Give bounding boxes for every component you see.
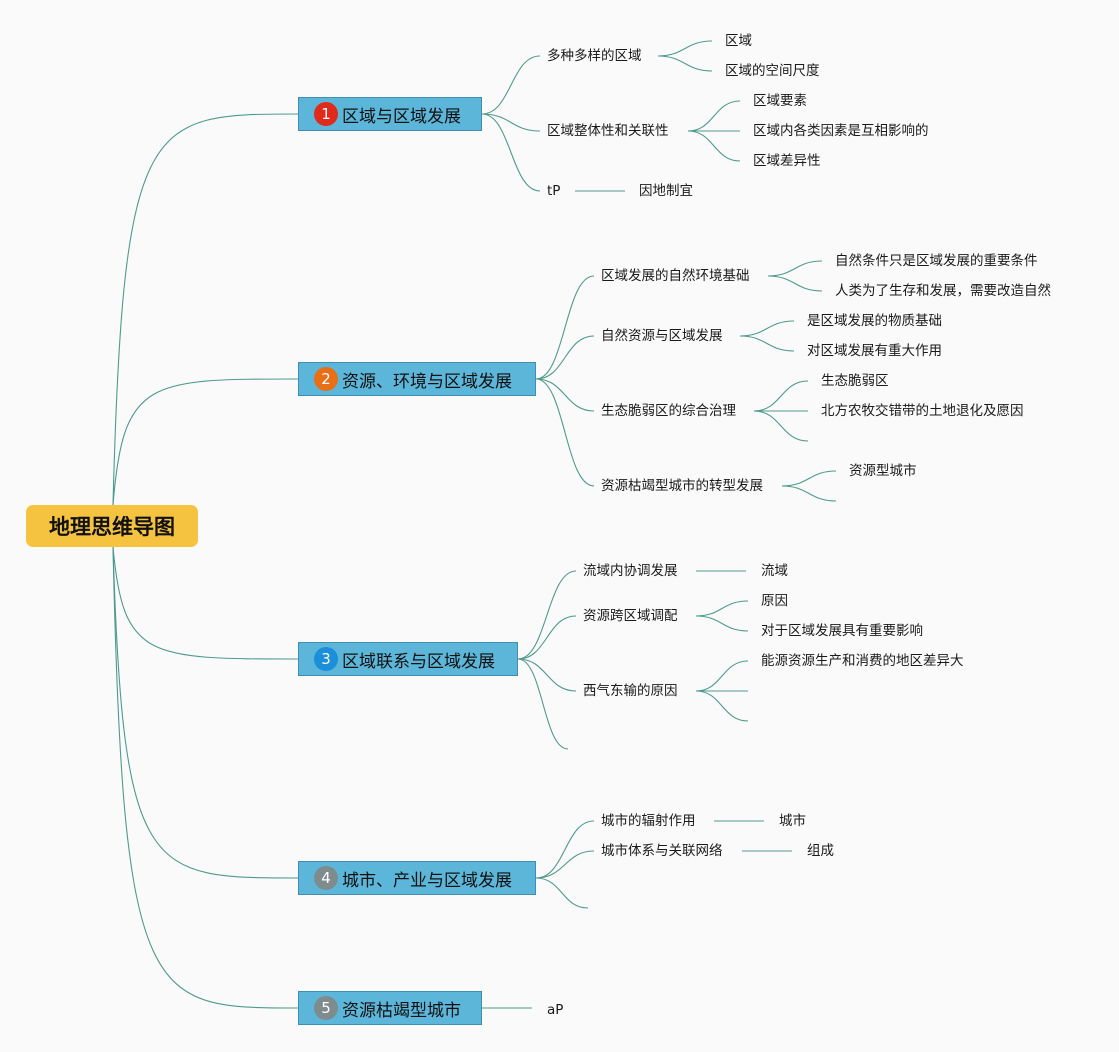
node-b3-c1-l1[interactable]: 流域 (761, 563, 788, 579)
node-b3-c2-l2[interactable]: 对于区域发展具有重要影响 (761, 623, 923, 639)
branch-node-2[interactable]: 2 资源、环境与区域发展 (298, 362, 536, 396)
connector-line (481, 113, 541, 132)
branch-node-1[interactable]: 1 区域与区域发展 (298, 97, 482, 131)
connector-line (481, 113, 541, 192)
connector-line (535, 877, 589, 909)
node-b4-c2-l1[interactable]: 组成 (807, 843, 834, 859)
connector-line (535, 820, 595, 879)
badge-1-icon: 1 (314, 102, 338, 126)
node-b2-c3[interactable]: 生态脆弱区的综合治理 (601, 403, 736, 419)
node-b1-c1-l1[interactable]: 区域 (725, 33, 752, 49)
connector-line (481, 55, 541, 115)
node-b3-c2-l1[interactable]: 原因 (761, 593, 788, 609)
connector-line (781, 470, 837, 487)
node-b1-c2-l1[interactable]: 区域要素 (753, 93, 807, 109)
node-b5-c1[interactable]: aP (547, 1002, 564, 1018)
node-b3-c3-l1[interactable]: 能源资源生产和消费的地区差异大 (761, 653, 964, 669)
node-b2-c1[interactable]: 区域发展的自然环境基础 (601, 268, 750, 284)
connector-line (687, 130, 741, 162)
node-b3-c1[interactable]: 流域内协调发展 (583, 563, 678, 579)
badge-3-icon: 3 (314, 647, 338, 671)
branch-node-4[interactable]: 4 城市、产业与区域发展 (298, 861, 536, 895)
connector-line (781, 485, 837, 502)
root-connector-line (112, 546, 299, 660)
root-connector-line (112, 546, 299, 1009)
connector-line (535, 275, 595, 380)
connector-line (535, 850, 595, 879)
connector-line (695, 615, 749, 632)
connector-line (517, 615, 577, 660)
branch-title: 区域与区域发展 (342, 106, 461, 127)
node-b3-c2[interactable]: 资源跨区域调配 (583, 608, 678, 624)
node-b1-c1[interactable]: 多种多样的区域 (547, 48, 642, 64)
connector-line (535, 378, 595, 412)
connector-line (753, 380, 809, 412)
node-b1-c2-l2[interactable]: 区域内各类因素是互相影响的 (753, 123, 929, 139)
node-b2-c4-l1[interactable]: 资源型城市 (849, 463, 917, 479)
node-b1-c2[interactable]: 区域整体性和关联性 (547, 123, 669, 139)
root-connector-line (112, 113, 299, 506)
connector-line (517, 570, 577, 660)
connector-line (739, 335, 795, 352)
connector-line (657, 55, 713, 72)
node-b4-c1-l1[interactable]: 城市 (779, 813, 806, 829)
connector-line (657, 40, 713, 57)
node-b2-c2-l2[interactable]: 对区域发展有重大作用 (807, 343, 942, 359)
node-b2-c1-l2[interactable]: 人类为了生存和发展，需要改造自然 (835, 283, 1051, 299)
connector-line (753, 410, 809, 442)
connector-line (535, 378, 595, 487)
branch-node-5[interactable]: 5 资源枯竭型城市 (298, 991, 482, 1025)
node-b4-c2[interactable]: 城市体系与关联网络 (601, 843, 723, 859)
connector-line (695, 600, 749, 617)
connector-line (739, 320, 795, 337)
badge-4-icon: 4 (314, 866, 338, 890)
root-node[interactable]: 地理思维导图 (26, 505, 198, 547)
connector-line (517, 658, 577, 692)
node-b2-c2[interactable]: 自然资源与区域发展 (601, 328, 723, 344)
connector-line (767, 275, 823, 292)
root-connector-line (112, 378, 299, 506)
connector-line (687, 100, 741, 132)
node-b2-c2-l1[interactable]: 是区域发展的物质基础 (807, 313, 942, 329)
node-b4-c1[interactable]: 城市的辐射作用 (601, 813, 696, 829)
node-b1-c2-l3[interactable]: 区域差异性 (753, 153, 821, 169)
branch-title: 城市、产业与区域发展 (342, 870, 512, 891)
connector-line (695, 660, 749, 692)
badge-5-icon: 5 (314, 996, 338, 1020)
node-b1-c3-l1[interactable]: 因地制宜 (639, 183, 693, 199)
connector-line (767, 260, 823, 277)
branch-title: 资源、环境与区域发展 (342, 371, 512, 392)
connector-line (517, 658, 569, 750)
node-b2-c4[interactable]: 资源枯竭型城市的转型发展 (601, 478, 763, 494)
connector-line (695, 690, 749, 722)
node-b2-c3-l2[interactable]: 北方农牧交错带的土地退化及愿因 (821, 403, 1024, 419)
branch-title: 资源枯竭型城市 (342, 1000, 461, 1021)
root-connector-line (112, 546, 299, 879)
node-b3-c3[interactable]: 西气东输的原因 (583, 683, 678, 699)
node-b2-c1-l1[interactable]: 自然条件只是区域发展的重要条件 (835, 253, 1038, 269)
badge-2-icon: 2 (314, 367, 338, 391)
node-b1-c3[interactable]: tP (547, 183, 561, 199)
node-b2-c3-l1[interactable]: 生态脆弱区 (821, 373, 889, 389)
branch-title: 区域联系与区域发展 (342, 651, 495, 672)
connector-line (535, 335, 595, 380)
branch-node-3[interactable]: 3 区域联系与区域发展 (298, 642, 518, 676)
node-b1-c1-l2[interactable]: 区域的空间尺度 (725, 63, 820, 79)
